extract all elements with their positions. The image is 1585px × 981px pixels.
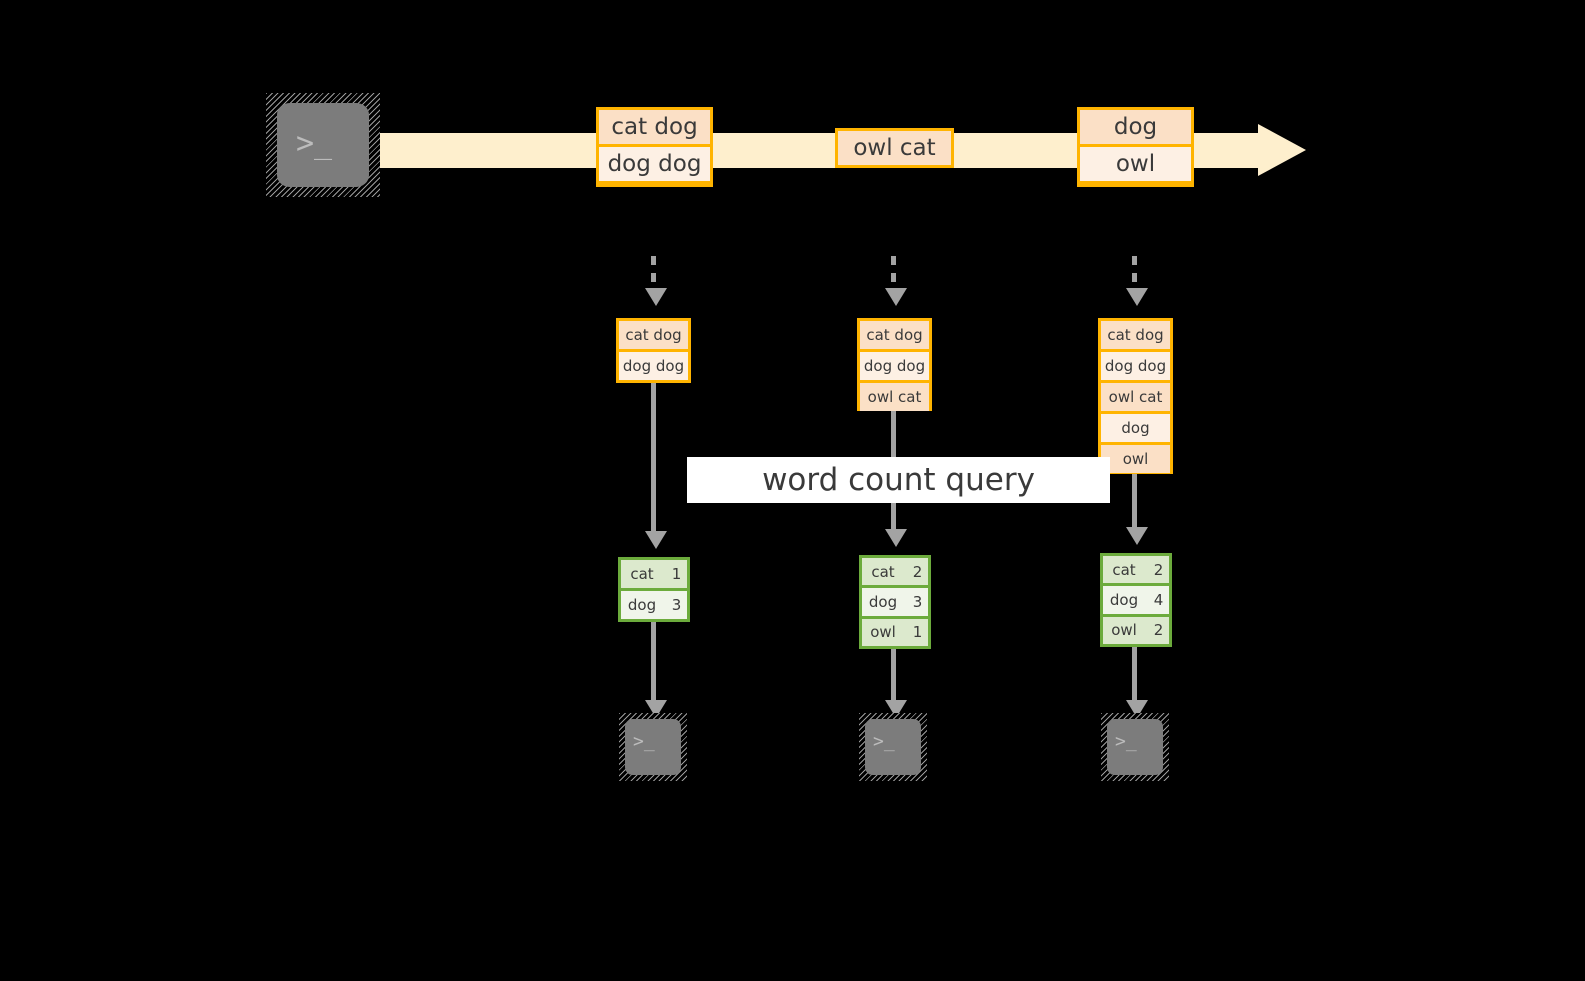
snapshot-2-result-table: cat 2 dog 3 owl 1 (859, 555, 931, 649)
table-cell-count: 2 (1148, 616, 1169, 644)
divider (1103, 583, 1169, 587)
snapshot-trigger-connector (891, 256, 896, 288)
table-cell-word: cat (862, 558, 904, 586)
snapshot-3-sink-connector (1132, 647, 1137, 700)
snapshot-3-input-box: cat dog dog dog owl cat dog owl (1098, 318, 1173, 474)
console-body (865, 719, 921, 775)
table-cell-word: owl (862, 618, 904, 646)
divider (663, 591, 666, 619)
record-line: owl (1080, 147, 1191, 181)
table-cell-word: cat (1103, 556, 1145, 584)
record-line: cat dog (599, 110, 710, 144)
table-cell-word: dog (862, 588, 904, 616)
divider (1145, 616, 1148, 644)
divider (904, 588, 907, 616)
table-row: dog 3 (621, 591, 687, 619)
record-line: dog dog (599, 147, 710, 181)
table-row: dog 4 (1103, 586, 1169, 614)
table-cell-count: 4 (1148, 586, 1169, 614)
table-row: dog 3 (862, 588, 928, 616)
divider (1101, 380, 1170, 383)
source-console-icon: >_ (266, 93, 380, 197)
console-body (625, 719, 681, 775)
divider (621, 588, 687, 591)
table-cell-count: 1 (907, 618, 928, 646)
divider (904, 558, 907, 586)
snapshot-2-input-box: cat dog dog dog owl cat (857, 318, 932, 411)
console-body (1107, 719, 1163, 775)
arrowhead-icon (1126, 527, 1148, 545)
record-line: owl cat (838, 131, 951, 165)
divider (1101, 349, 1170, 352)
arrowhead-icon (885, 529, 907, 547)
table-cell-count: 3 (666, 591, 687, 619)
arrowhead-icon (645, 531, 667, 549)
snapshot-1-sink-console-icon: >_ (619, 713, 687, 781)
snapshot-trigger-connector (1132, 256, 1137, 288)
divider (599, 144, 710, 147)
input-line: owl cat (1101, 383, 1170, 411)
console-prompt-glyph: >_ (873, 731, 895, 752)
input-line: cat dog (1101, 321, 1170, 349)
divider (619, 349, 688, 352)
stream-record: owl cat (835, 128, 954, 168)
console-prompt-glyph: >_ (1115, 731, 1137, 752)
table-cell-word: dog (621, 591, 663, 619)
input-line: dog dog (860, 352, 929, 380)
table-cell-word: dog (1103, 586, 1145, 614)
table-cell-count: 1 (666, 560, 687, 588)
divider (860, 380, 929, 383)
stream-record: cat dog dog dog (596, 107, 713, 187)
divider (862, 615, 928, 619)
snapshot-1-result-table: cat 1 dog 3 (618, 557, 690, 622)
console-prompt-glyph: >_ (633, 731, 655, 752)
input-line: dog (1101, 414, 1170, 442)
snapshot-1-input-box: cat dog dog dog (616, 318, 691, 383)
input-line: dog dog (619, 352, 688, 380)
snapshot-3-query-connector (1132, 474, 1137, 527)
console-body (277, 103, 369, 187)
divider (862, 585, 928, 589)
snapshot-3-sink-console-icon: >_ (1101, 713, 1169, 781)
query-label: word count query (687, 457, 1110, 503)
table-cell-count: 2 (1148, 556, 1169, 584)
stream-record: dog owl (1077, 107, 1194, 187)
divider (663, 560, 666, 588)
divider (904, 618, 907, 646)
input-line: cat dog (860, 321, 929, 349)
input-line: owl cat (860, 383, 929, 411)
table-row: owl 2 (1103, 616, 1169, 644)
snapshot-2-sink-connector (891, 649, 896, 700)
input-line: owl (1101, 445, 1170, 473)
divider (1101, 411, 1170, 414)
input-line: dog dog (1101, 352, 1170, 380)
divider (860, 349, 929, 352)
arrowhead-icon (885, 288, 907, 306)
right-arrow-icon (1258, 124, 1306, 176)
table-cell-count: 3 (907, 588, 928, 616)
console-prompt-glyph: >_ (296, 126, 333, 161)
table-row: owl 1 (862, 618, 928, 646)
snapshot-2-sink-console-icon: >_ (859, 713, 927, 781)
table-cell-word: owl (1103, 616, 1145, 644)
divider (1145, 586, 1148, 614)
snapshot-trigger-connector (651, 256, 656, 288)
table-row: cat 1 (621, 560, 687, 588)
arrowhead-icon (645, 288, 667, 306)
table-row: cat 2 (1103, 556, 1169, 584)
divider (1080, 144, 1191, 147)
input-line: cat dog (619, 321, 688, 349)
snapshot-3-result-table: cat 2 dog 4 owl 2 (1100, 553, 1172, 647)
divider (1145, 556, 1148, 584)
table-cell-word: cat (621, 560, 663, 588)
snapshot-1-sink-connector (651, 622, 656, 700)
table-row: cat 2 (862, 558, 928, 586)
divider (1103, 613, 1169, 617)
arrowhead-icon (1126, 288, 1148, 306)
record-line: dog (1080, 110, 1191, 144)
divider (1101, 442, 1170, 445)
snapshot-1-query-connector (651, 383, 656, 531)
table-cell-count: 2 (907, 558, 928, 586)
